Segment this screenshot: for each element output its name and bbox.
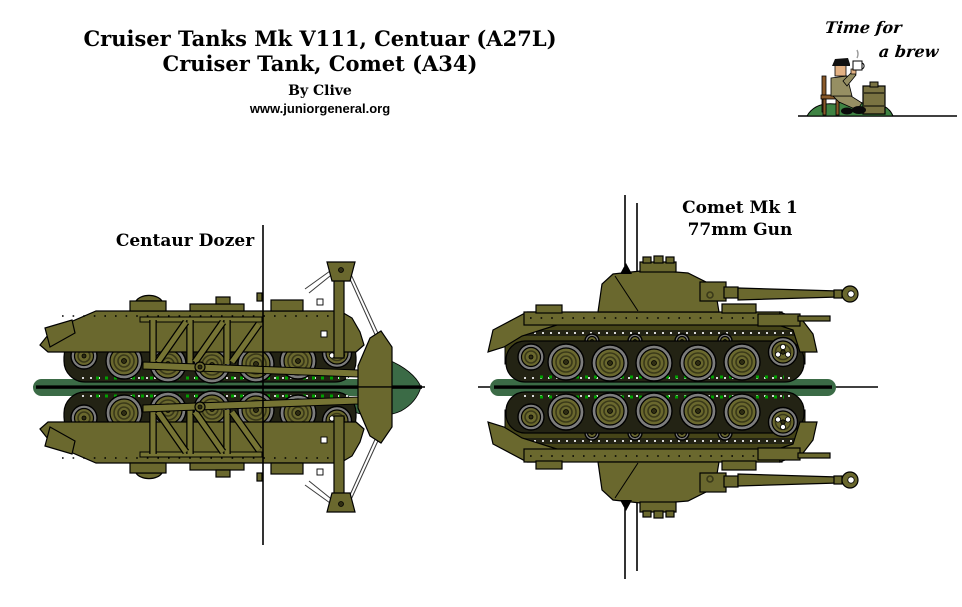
website-url: www.juniorgeneral.org xyxy=(249,101,391,116)
centaur-label: Centaur Dozer xyxy=(115,231,255,251)
beret xyxy=(832,58,850,66)
mug xyxy=(852,60,863,71)
comet-bottom-half-mirrored xyxy=(488,392,858,579)
steam xyxy=(856,49,859,59)
centaur-dozer-figure xyxy=(33,225,425,545)
centaur-top-half xyxy=(40,262,392,387)
title-line-1: Cruiser Tanks Mk V111, Centuar (A27L) xyxy=(83,26,557,51)
center-stripe xyxy=(494,385,832,389)
header: Cruiser Tanks Mk V111, Centuar (A27L) Cr… xyxy=(40,26,600,116)
title-line-2: Cruiser Tank, Comet (A34) xyxy=(162,51,478,76)
boot xyxy=(852,106,866,114)
boot xyxy=(841,107,853,115)
soldier-figure xyxy=(830,49,866,115)
comet-figure xyxy=(478,195,878,579)
centaur-bottom-half-mirrored xyxy=(40,387,392,512)
mug-handle xyxy=(861,62,865,70)
byline: By Clive xyxy=(288,83,352,99)
comet-label: Comet Mk 1 77mm Gun xyxy=(650,197,830,241)
brew-graphic: Time for a brew xyxy=(795,10,960,122)
brew-illustration xyxy=(798,49,957,117)
comet-top-half xyxy=(488,195,858,382)
center-stripe xyxy=(36,385,422,389)
tea-crate xyxy=(862,81,886,115)
comet-label-line2: 77mm Gun xyxy=(687,220,793,240)
comet-label-line1: Comet Mk 1 xyxy=(682,198,798,218)
